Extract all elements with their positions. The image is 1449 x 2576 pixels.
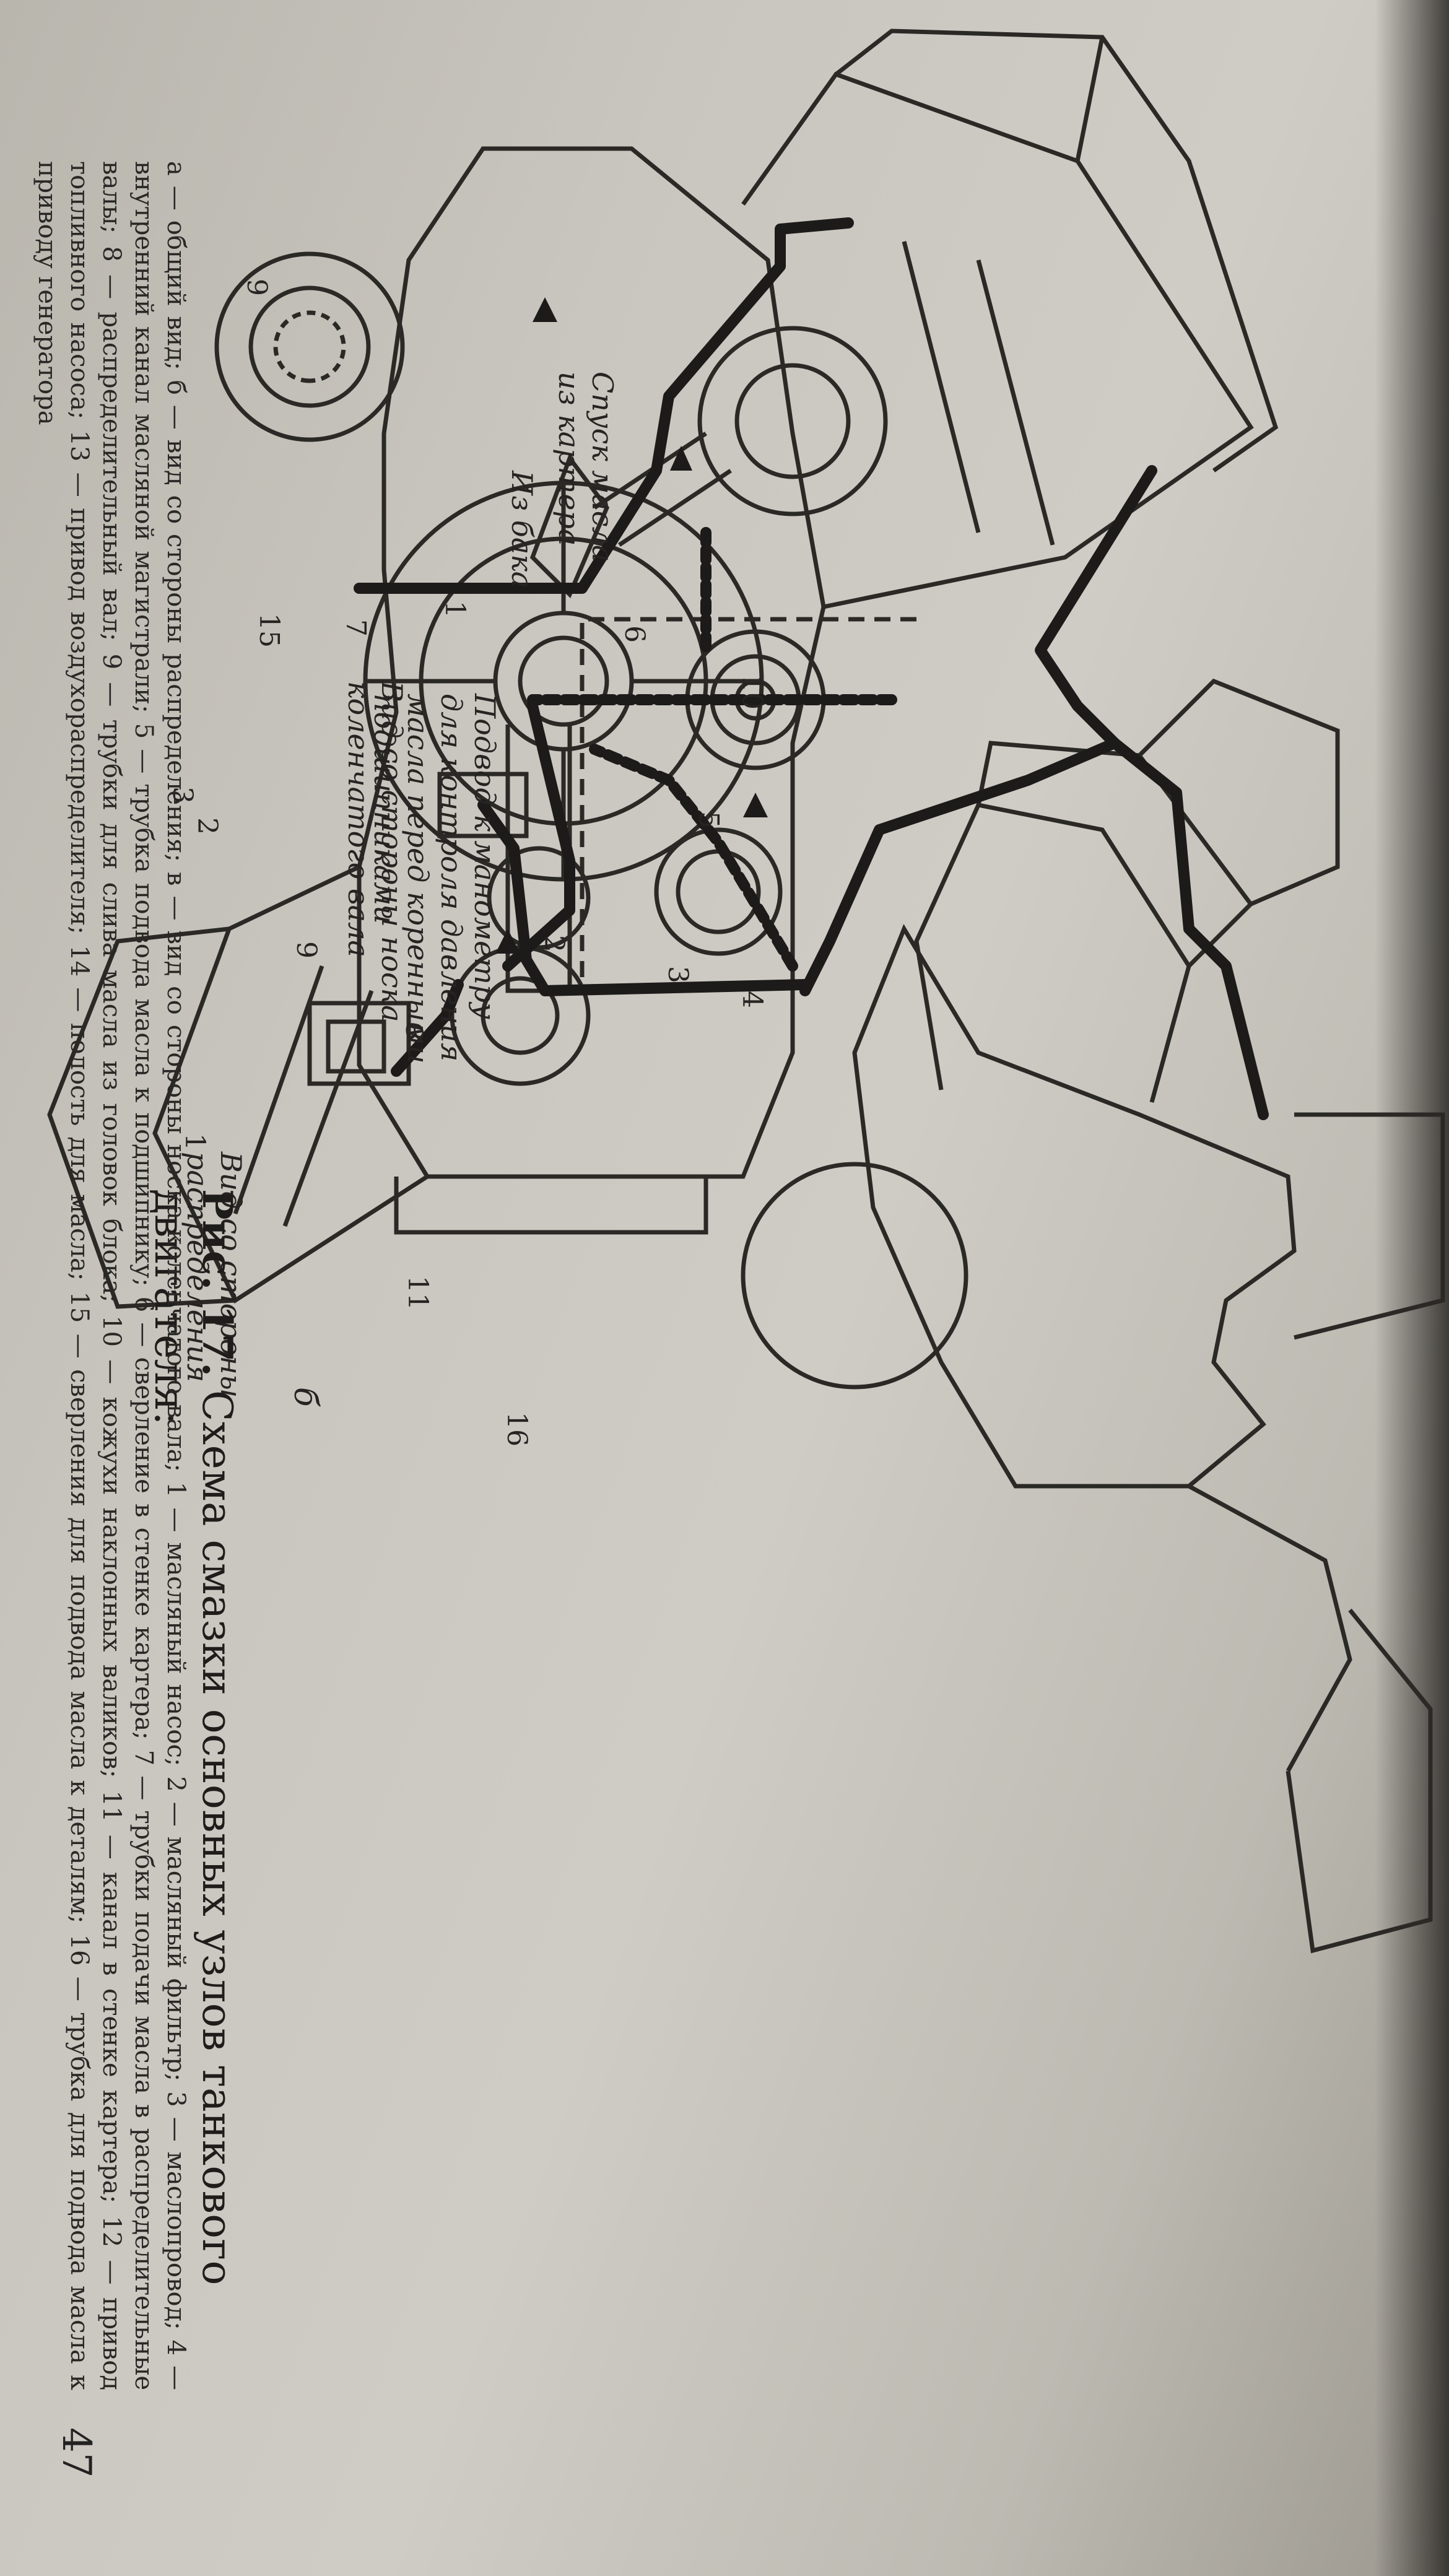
flow-arrows (495, 297, 768, 954)
view-v-letter: в (398, 1022, 435, 1041)
page-number: 47 (53, 2427, 99, 2478)
label-2: 2 (191, 817, 223, 835)
book-spine-shadow (1375, 0, 1449, 2576)
label-6: 6 (619, 625, 650, 643)
view-b-letter: б (287, 1387, 324, 1407)
label-11: 11 (402, 1276, 433, 1310)
label-15: 15 (253, 613, 285, 648)
figure-number: Рис. 17. (193, 1189, 242, 1377)
view-b-drawing (47, 28, 1279, 1390)
label-5: 5 (693, 811, 724, 829)
label-1-v: 1 (439, 601, 471, 618)
label-9-bottom: 9 (290, 941, 322, 959)
oil-lines (354, 217, 1269, 1120)
view-v-label: Вид со стороны носка коленчатого вала (342, 681, 409, 1022)
label-7: 7 (340, 619, 372, 637)
drain-label: Спуск масла из картера (552, 372, 619, 562)
label-9-top: 9 (241, 279, 272, 296)
label-10: 10 (736, 675, 768, 710)
label-4: 4 (736, 991, 768, 1008)
figure-caption: а — общий вид; б — вид со стороны распре… (33, 161, 190, 2390)
label-2-v: 2 (538, 935, 570, 952)
label-3-v: 3 (662, 966, 694, 983)
label-16: 16 (501, 1412, 533, 1447)
tank-label: Из бака (505, 471, 539, 589)
